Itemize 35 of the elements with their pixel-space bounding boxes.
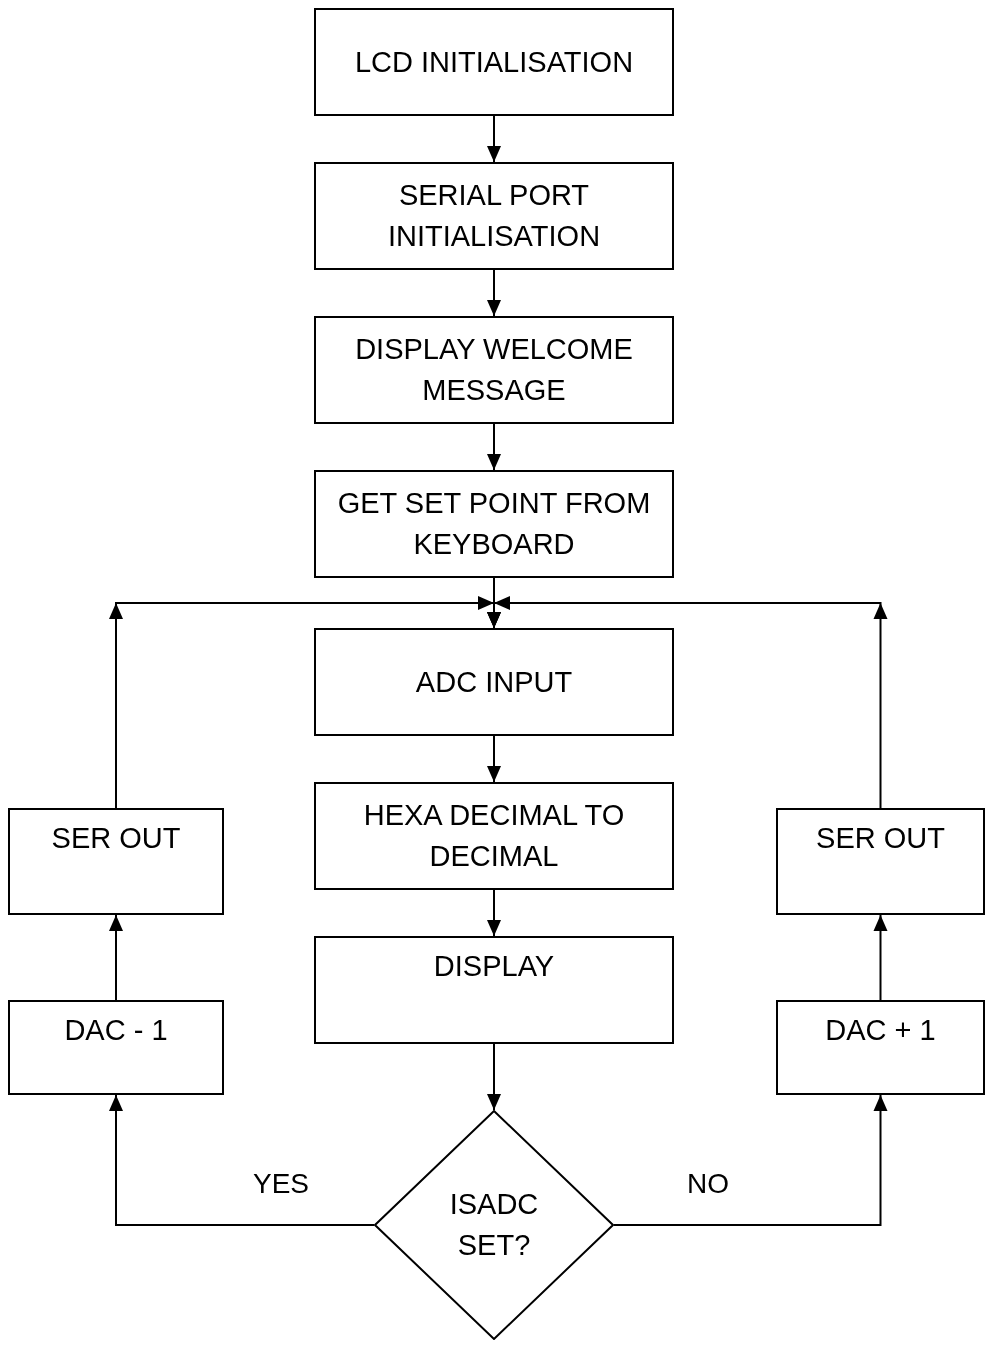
process-box: [314, 470, 674, 578]
process-box: [8, 808, 224, 915]
arrow: [487, 423, 501, 471]
arrow: [487, 596, 888, 809]
box-label: HEXA DECIMAL TO DECIMAL: [362, 798, 626, 874]
process-box: [314, 8, 674, 116]
arrow: [109, 1094, 375, 1226]
arrow: [487, 1043, 501, 1111]
process-box: [8, 1000, 224, 1095]
process-box: [314, 316, 674, 424]
arrow: [487, 735, 501, 783]
box-label: ISADC SET?: [448, 1187, 540, 1263]
box-label: ADC INPUT: [415, 664, 573, 700]
process-box: [314, 162, 674, 270]
box-label: SER OUT: [816, 821, 945, 856]
process-box: [314, 628, 674, 736]
process-box: [776, 808, 985, 915]
process-box: [314, 782, 674, 890]
box-label: SER OUT: [51, 821, 181, 856]
process-box: [776, 1000, 985, 1095]
arrow: [487, 889, 501, 937]
decision-diamond: [374, 1110, 614, 1340]
box-label: DAC - 1: [64, 1013, 168, 1048]
arrow: [487, 115, 501, 163]
arrow: [613, 1094, 888, 1226]
box-label: DAC + 1: [825, 1013, 936, 1048]
box-label: SERIAL PORT INITIALISATION: [386, 178, 602, 254]
box-label: DISPLAY: [433, 949, 555, 984]
arrow: [487, 269, 501, 317]
box-label: DISPLAY WELCOME MESSAGE: [354, 332, 634, 408]
arrow: [873, 914, 888, 1001]
box-label: LCD INITIALISATION: [354, 44, 634, 80]
box-label: GET SET POINT FROM KEYBOARD: [336, 486, 652, 562]
process-box: [314, 936, 674, 1044]
arrow: [109, 914, 123, 1001]
